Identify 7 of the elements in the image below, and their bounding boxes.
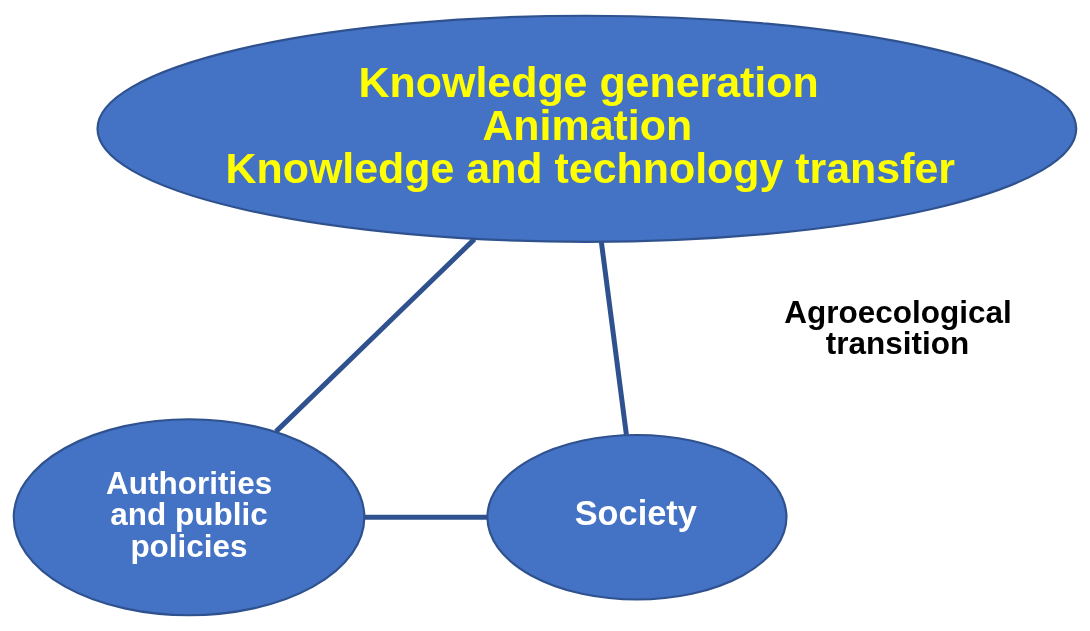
connector	[364, 514, 488, 520]
node-ellipse: Authorities and public policies	[12, 418, 366, 617]
node-ellipse: Society	[486, 433, 788, 601]
node-ellipse: Knowledge generation Animation Knowledge and technology transfer	[96, 14, 1078, 243]
connector	[598, 241, 629, 436]
label: Agroecological transition	[784, 294, 1012, 362]
connector	[274, 237, 477, 434]
